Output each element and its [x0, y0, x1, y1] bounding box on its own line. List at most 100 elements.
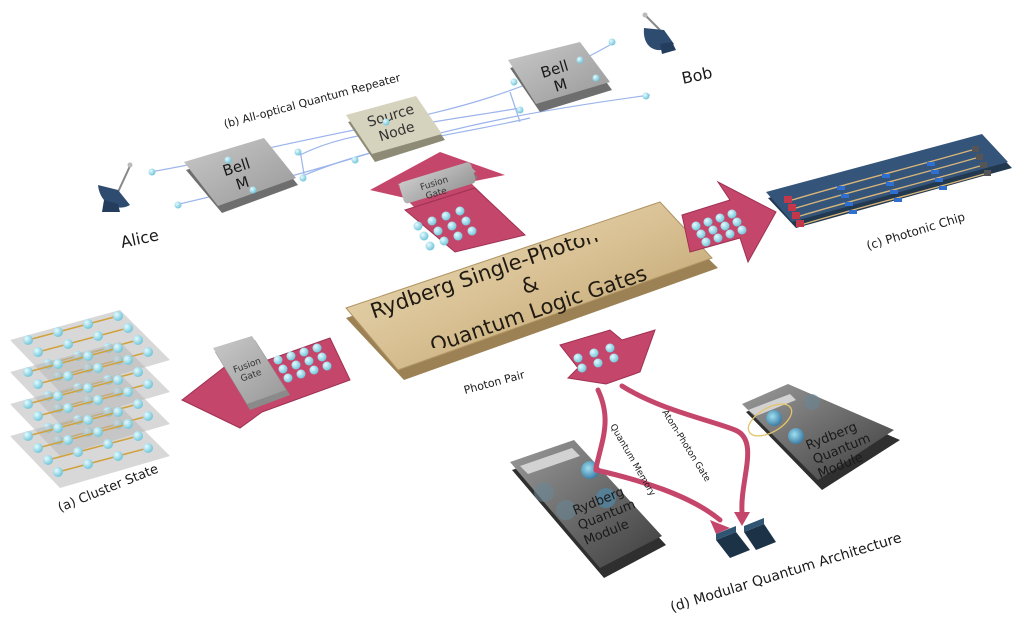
lattice-node — [73, 447, 83, 457]
photonic-chip — [766, 134, 1012, 228]
photon-dot — [441, 211, 451, 221]
phase-shifter — [939, 186, 947, 190]
photon-grid-up — [413, 206, 477, 251]
photon-pair-label: Photon Pair — [462, 368, 526, 397]
center-source-block — [345, 201, 718, 380]
fusion-gate-left — [213, 336, 290, 410]
lattice-node — [33, 411, 43, 421]
lattice-node — [63, 403, 73, 413]
lattice-bond — [27, 347, 119, 373]
lattice-node — [123, 419, 133, 429]
lattice-node — [23, 431, 33, 441]
photon-dot — [291, 360, 301, 370]
phase-shifter — [890, 190, 898, 194]
photon-dot — [732, 217, 742, 227]
lattice-bond — [37, 359, 129, 385]
lattice-node — [23, 335, 33, 345]
chip-detector — [984, 170, 991, 176]
bob-dish-icon — [642, 12, 676, 54]
lattice-node — [93, 363, 103, 373]
photon-dot — [576, 56, 584, 64]
lattice-node — [93, 395, 103, 405]
photon-dot — [249, 186, 257, 194]
alice-label: Alice — [119, 225, 161, 252]
photon-dot — [309, 365, 319, 375]
lattice-node — [93, 331, 103, 341]
photon-dot — [278, 364, 288, 374]
photon-dot — [516, 106, 524, 114]
lattice-node — [53, 327, 63, 337]
alice-dish-icon — [98, 162, 133, 212]
bell-right-label-2: M — [552, 75, 570, 96]
arrow-right-to-chip — [681, 180, 777, 264]
photon-dot — [294, 148, 302, 156]
waveguide — [791, 149, 973, 201]
lattice-node — [123, 323, 133, 333]
photon-dot — [312, 343, 322, 353]
photon-dot — [299, 174, 307, 182]
photon-dot — [467, 226, 477, 236]
lattice-node — [33, 443, 43, 453]
modular-architecture-caption: (d) Modular Quantum Architecture — [668, 530, 903, 616]
phase-shifter — [837, 186, 845, 190]
chip-detector — [972, 146, 979, 152]
bell-measurement-right — [508, 42, 612, 112]
photon-dot — [573, 353, 583, 363]
path-arrowhead-memory — [710, 520, 730, 534]
photon-dot — [720, 221, 730, 231]
lattice-node — [143, 443, 153, 453]
photon-dot — [589, 348, 599, 358]
lattice-node — [83, 351, 93, 361]
bell-left-label-2: M — [234, 173, 252, 194]
fusion-gate-up — [398, 162, 478, 204]
photon-paths — [593, 383, 751, 523]
waveguide — [803, 173, 985, 225]
lattice-node — [83, 319, 93, 329]
photon-dot — [577, 363, 587, 373]
lattice-bond — [47, 435, 139, 461]
photon-dot — [299, 347, 309, 357]
arrow-down-photon-pair — [559, 329, 656, 385]
photon-dot — [642, 92, 650, 100]
photon-dot — [419, 231, 429, 241]
phase-shifter — [845, 202, 853, 206]
lattice-node — [143, 379, 153, 389]
lattice-node — [53, 467, 63, 477]
lattice-bond — [57, 447, 149, 473]
photon-dot — [304, 356, 314, 366]
lattice-node — [133, 431, 143, 441]
arrow-up-to-repeater — [370, 152, 527, 253]
lattice-node — [143, 411, 153, 421]
lattice-node — [83, 459, 93, 469]
phase-shifter — [886, 182, 894, 186]
lattice-node — [63, 371, 73, 381]
photon-dot — [286, 351, 296, 361]
photon-dot — [691, 221, 701, 231]
photon-dot — [455, 206, 465, 216]
lattice-node — [113, 343, 123, 353]
lattice-bond — [37, 423, 129, 449]
lattice-node — [23, 399, 33, 409]
phase-shifter — [931, 170, 939, 174]
photon-dot — [296, 369, 306, 379]
photon-dot — [174, 201, 182, 209]
photon-grid-right — [691, 209, 747, 247]
chip-detector — [976, 154, 983, 160]
cluster-state-lattice — [10, 310, 170, 488]
lattice-node — [113, 311, 123, 321]
photon-dot — [148, 168, 156, 176]
photon-dot — [413, 221, 423, 231]
lattice-node — [33, 347, 43, 357]
chip-source — [796, 220, 804, 227]
photon-dot — [701, 237, 711, 247]
photonic-chip-caption: (c) Photonic Chip — [865, 210, 967, 253]
lattice-node — [143, 347, 153, 357]
photon-dot — [322, 361, 332, 371]
repeater-photons — [148, 38, 650, 209]
photon-dot — [708, 225, 718, 235]
lattice-node — [63, 339, 73, 349]
photon-dot — [453, 231, 463, 241]
lattice-node — [133, 367, 143, 377]
waveguide — [795, 157, 977, 209]
